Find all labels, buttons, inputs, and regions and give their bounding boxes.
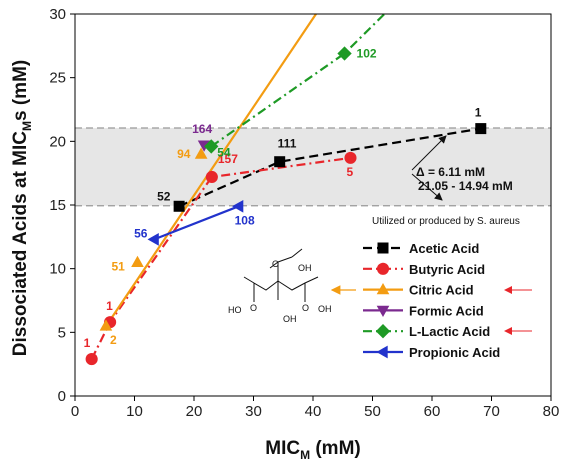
legend-label-propionic-acid: Propionic Acid: [409, 345, 500, 360]
x-tick-label: 40: [305, 403, 322, 420]
l-lactic-acid-point: [204, 139, 219, 154]
y-tick-label: 0: [58, 388, 66, 405]
acetic-acid-point: [173, 200, 185, 212]
legend-label-butyric-acid: Butyric Acid: [409, 262, 485, 277]
y-tick-label: 15: [49, 197, 66, 214]
struct-label-o-top: O: [272, 259, 279, 269]
butyric-acid-point: [85, 353, 98, 366]
y-tick-label: 5: [58, 324, 66, 341]
acetic-acid-point-label: 111: [278, 137, 297, 151]
legend-label-l-lactic-acid: L-Lactic Acid: [409, 324, 490, 339]
delta-annotation: Δ = 6.11 mM 21.05 - 14.94 mM: [411, 135, 513, 201]
x-axis-title-unit: (mM): [310, 438, 361, 459]
acetic-acid-line: [178, 127, 481, 208]
x-axis-title-main: MIC: [265, 438, 300, 459]
delta-text-1: Δ = 6.11 mM: [416, 165, 485, 179]
butyric-acid-point: [205, 170, 218, 184]
butyric-acid-point-label: 157: [218, 152, 238, 166]
butyric-acid-point-label: 1: [106, 299, 113, 313]
legend-swatch-marker-citric-acid: [376, 283, 390, 295]
legend-swatch-marker-l-lactic-acid: [375, 324, 391, 339]
legend-swatch-marker-formic-acid: [376, 305, 390, 317]
citric-acid-point-label: 94: [177, 147, 191, 161]
x-tick-label: 0: [71, 403, 79, 420]
propionic-acid-point: [232, 199, 244, 213]
y-tick-label: 20: [49, 133, 66, 150]
y-axis-title-sub: M: [20, 121, 34, 131]
l-lactic-acid-line: [210, 13, 386, 148]
legend-swatch-marker-butyric-acid: [376, 262, 390, 275]
acetic-acid-point: [274, 156, 286, 168]
citric-acid-point: [99, 319, 113, 331]
acetic-acid-point-label: 52: [157, 189, 171, 203]
legend-label-formic-acid: Formic Acid: [409, 303, 484, 318]
x-tick-label: 60: [424, 403, 441, 420]
y-axis-title: Dissociated Acids at MICMs (mM): [10, 60, 34, 356]
butyric-acid-line: [90, 156, 351, 360]
legend: Utilized or produced by S. aureus Acetic…: [363, 216, 520, 360]
delta-arrow-down: [411, 173, 443, 201]
legend-swatch-marker-propionic-acid: [376, 345, 388, 359]
y-axis-title-main: Dissociated Acids at MIC: [10, 131, 31, 357]
x-axis-ticks: 0 10 20 30 40 50 60 70 80: [71, 396, 560, 420]
citric-acid-structure-labels: OH O HO O OH O OH: [228, 259, 332, 324]
legend-swatch-marker-acetic-acid: [377, 242, 389, 254]
legend-label-citric-acid: Citric Acid: [409, 283, 474, 298]
struct-label-oh-top: OH: [298, 263, 312, 273]
legend-label-acetic-acid: Acetic Acid: [409, 241, 479, 256]
propionic-acid-point-label: 108: [235, 213, 255, 227]
delta-arrow-up: [411, 135, 447, 171]
l-lactic-acid-point: [337, 46, 352, 61]
x-tick-label: 20: [186, 403, 203, 420]
butyric-acid-point-label: 5: [346, 165, 353, 179]
propionic-acid-point: [147, 233, 159, 246]
citric-acid-point-label: 51: [111, 259, 125, 273]
y-tick-label: 10: [49, 261, 66, 278]
y-axis-title-unit: s (mM): [10, 60, 31, 121]
delta-text-2: 21.05 - 14.94 mM: [418, 179, 513, 193]
threshold-band: [75, 127, 551, 207]
formic-acid-point-label: 164: [192, 122, 212, 136]
l-lactic-acid-point-label: 102: [357, 46, 377, 60]
struct-label-ho-left: HO: [228, 305, 242, 315]
y-tick-label: 25: [49, 70, 66, 87]
butyric-acid-point-label: 1: [84, 336, 91, 350]
x-axis-title-sub: M: [300, 448, 310, 462]
butyric-acid-point: [344, 151, 357, 164]
acetic-acid-point-label: 1: [475, 106, 482, 120]
citric-acid-point: [194, 147, 208, 159]
propionic-acid-point-label: 56: [134, 226, 148, 240]
x-tick-label: 10: [126, 403, 143, 420]
acetic-acid-point: [475, 123, 487, 135]
citric-acid-point-label: 2: [110, 333, 117, 347]
citric-acid-structure: [243, 248, 319, 302]
struct-label-oh-mid: OH: [283, 314, 297, 324]
propionic-acid-line: [153, 205, 240, 241]
x-tick-label: 80: [543, 403, 560, 420]
struct-label-o-left: O: [250, 303, 257, 313]
series-points: [85, 46, 487, 366]
band-fill: [75, 127, 551, 206]
struct-label-oh-right: OH: [318, 304, 332, 314]
x-axis-title: MICM (mM): [265, 438, 360, 462]
x-tick-label: 50: [364, 403, 381, 420]
l-lactic-acid-point-label: 54: [217, 145, 231, 159]
x-tick-label: 70: [483, 403, 500, 420]
struct-label-o-right: O: [302, 303, 309, 313]
x-tick-label: 30: [245, 403, 262, 420]
y-tick-label: 30: [49, 6, 66, 23]
legend-header: Utilized or produced by S. aureus: [372, 216, 520, 227]
citric-acid-point: [131, 255, 144, 267]
legend-header-text: Utilized or produced by S. aureus: [372, 216, 520, 227]
y-axis-ticks: 0 5 10 15 20 25 30: [49, 6, 75, 405]
